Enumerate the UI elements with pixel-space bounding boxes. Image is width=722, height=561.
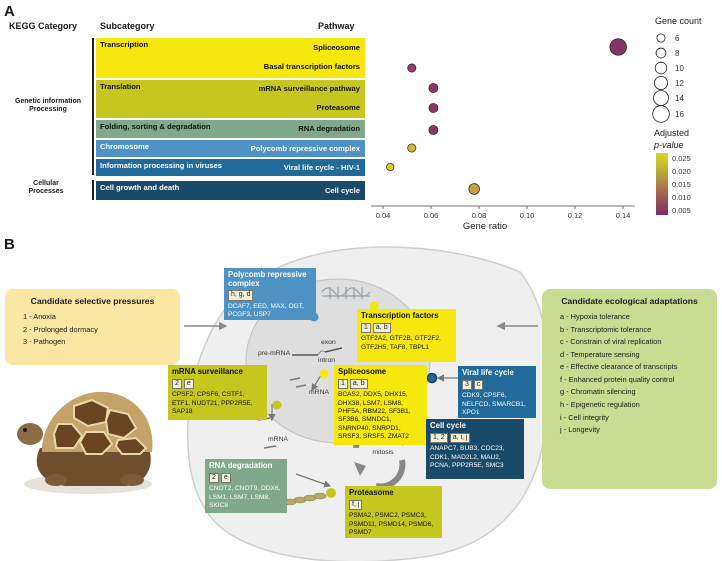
legend-color-tick: 0.020 — [672, 167, 691, 176]
legend-color-tick: 0.010 — [672, 193, 691, 202]
legend-color-tick: 0.015 — [672, 180, 691, 189]
pathway-tag: 1, 2 — [430, 433, 448, 443]
adaptation-item: d - Temperature sensing — [550, 349, 709, 362]
band-translation: Translation mRNA surveillance pathway Pr… — [96, 80, 365, 118]
legend-color-title-2: p-value — [654, 140, 684, 150]
x-tick-label: 0.06 — [424, 211, 439, 220]
label-exon: exon — [321, 339, 336, 346]
x-tick-label: 0.10 — [520, 211, 535, 220]
category-bracket-genetic — [92, 38, 94, 175]
turtle-illustration — [6, 382, 164, 502]
pathway-tag: a, b — [350, 379, 368, 389]
x-tick-label: 0.12 — [568, 211, 583, 220]
legend-color-title-1: Adjusted — [654, 128, 689, 138]
category-bracket-cellular — [92, 180, 94, 200]
pressure-item: 2 - Prolonged dormacy — [13, 324, 172, 337]
pathway-tag: 2 — [209, 473, 219, 483]
size-legend-circle — [657, 34, 665, 42]
size-legend-circle — [653, 106, 670, 123]
legend-gene-count: 6 8 10 12 14 16 — [650, 28, 722, 124]
band-cell-growth: Cell growth and death Cell cycle — [96, 181, 365, 200]
x-axis-label: Gene ratio — [463, 221, 507, 230]
legend-color-bar — [656, 153, 668, 215]
adaptation-item: e - Effective clearance of transcripts — [550, 361, 709, 374]
size-legend-circle — [656, 48, 666, 58]
pathway-tag: e — [221, 473, 231, 483]
data-point-proteasome — [429, 103, 438, 112]
pathway-tag: e — [184, 379, 194, 389]
band-chromosome: Chromosome Polycomb repressive complex — [96, 140, 365, 157]
size-legend-circle — [655, 62, 667, 74]
adaptation-item: f - Enhanced protein quality control — [550, 374, 709, 387]
x-tick-label: 0.14 — [616, 211, 631, 220]
pathway-tag: a, b — [373, 323, 391, 333]
ecological-adaptations-box: Candidate ecological adaptations a - Hyp… — [542, 289, 717, 489]
label-intron: intron — [318, 357, 335, 364]
pathway-tag: 1 — [338, 379, 348, 389]
legend-color-tick: 0.005 — [672, 206, 691, 215]
data-point-cell-cycle — [469, 184, 480, 195]
band-transcription: Transcription Spliceosome Basal transcri… — [96, 38, 365, 78]
size-legend-label: 6 — [675, 34, 680, 43]
pressure-item: 3 - Pathogen — [13, 336, 172, 349]
label-mrna-cytoplasm: mRNA — [268, 436, 288, 443]
ecological-adaptations-title: Candidate ecological adaptations — [550, 296, 709, 306]
size-legend-label: 12 — [675, 79, 684, 88]
selective-pressures-box: Candidate selective pressures 1 - Anoxia… — [5, 289, 180, 365]
size-legend-circle — [654, 76, 667, 89]
header-kegg-category: KEGG Category — [9, 21, 77, 31]
label-pre-mrna: pre-mRNA — [258, 350, 290, 357]
band-folding: Folding, sorting & degradation RNA degra… — [96, 120, 365, 138]
legend-color-tick: 0.025 — [672, 154, 691, 163]
x-tick-label: 0.08 — [472, 211, 487, 220]
pathway-tag: f, j — [349, 500, 362, 510]
size-legend-label: 16 — [675, 110, 684, 119]
adaptation-item: b - Transcriptomic tolerance — [550, 324, 709, 337]
header-pathway: Pathway — [318, 21, 355, 31]
size-legend-label: 8 — [675, 49, 680, 58]
pathway-tag: 1 — [361, 323, 371, 333]
label-mrna-nucleus: mRNA — [309, 389, 329, 396]
x-tick-label: 0.04 — [376, 211, 391, 220]
data-point-rna-degradation — [429, 125, 438, 134]
pathway-box-proteasome: Proteasome f, j PSMA2, PSMC2, PSMC3, PSM… — [345, 486, 442, 538]
selective-pressures-title: Candidate selective pressures — [13, 296, 172, 306]
pathway-tag: 3 — [462, 380, 472, 390]
size-legend-label: 14 — [675, 94, 684, 103]
legend-gene-count-title: Gene count — [655, 16, 702, 26]
data-point-basal-transcription-factors — [408, 64, 416, 72]
header-subcategory: Subcategory — [100, 21, 155, 31]
data-point-spliceosome — [610, 39, 627, 56]
band-viruses: Information processing in viruses Viral … — [96, 159, 365, 176]
pathway-tag: c — [474, 380, 484, 390]
data-point-viral-life-cycle-hiv-1 — [387, 163, 394, 170]
size-legend-label: 10 — [675, 64, 684, 73]
pressure-item: 1 - Anoxia — [13, 311, 172, 324]
adaptation-item: h - Epigenetic regulation — [550, 399, 709, 412]
adaptation-item: a - Hypoxia tolerance — [550, 311, 709, 324]
adaptation-item: j - Longevity — [550, 424, 709, 437]
data-point-polycomb-repressive-complex — [408, 144, 416, 152]
category-cellular-label: Cellular Processes — [20, 180, 72, 196]
data-point-mrna-surveillance-pathway — [429, 83, 438, 92]
adaptation-item: g - Chromatin silencing — [550, 386, 709, 399]
panel-a-letter: A — [4, 3, 15, 20]
adaptation-item: i - Cell integrity — [550, 412, 709, 425]
pathway-tag: a, i, j — [450, 433, 471, 443]
pathway-box-polycomb: Polycomb repressive complex h, g, d DCAF… — [224, 268, 316, 320]
size-legend-circle — [654, 91, 669, 106]
pathway-tag: 2 — [172, 379, 182, 389]
adaptation-item: c - Constrain of viral replication — [550, 336, 709, 349]
pathway-tag: h, g, d — [228, 290, 253, 300]
category-genetic-label: Genetic information Processing — [8, 98, 88, 114]
